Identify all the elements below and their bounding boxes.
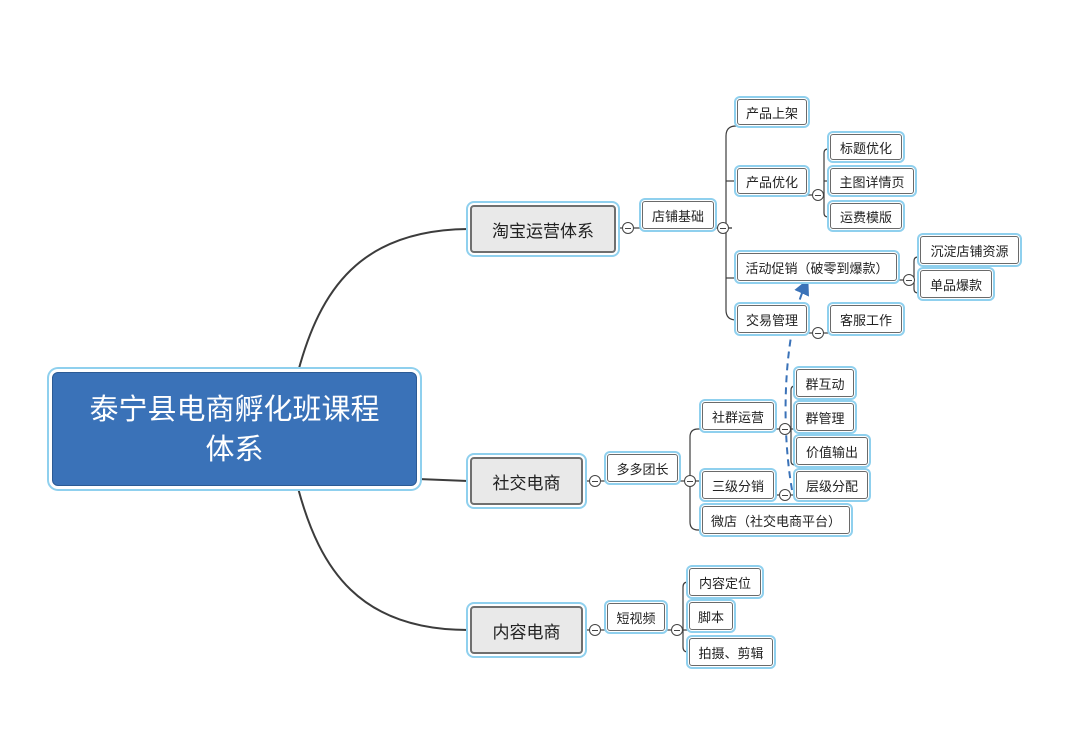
node-value-output[interactable]: 价值输出	[796, 437, 868, 465]
node-title-optimization[interactable]: 标题优化	[830, 134, 902, 160]
node-promotion-label: 活动促销（破零到爆款）	[745, 261, 889, 277]
node-content-positioning[interactable]: 内容定位	[689, 568, 761, 596]
node-short-video[interactable]: 短视频	[607, 603, 665, 631]
node-promotion[interactable]: 活动促销（破零到爆款）	[737, 253, 897, 281]
dashed-relation-arrow	[784, 278, 809, 491]
node-group-interaction-label: 群互动	[805, 377, 845, 393]
topic-taobao-ops-label: 淘宝运营体系	[492, 221, 594, 242]
node-content-positioning-label: 内容定位	[698, 576, 751, 592]
root-title-line2: 体系	[205, 432, 264, 466]
collapse-toggle-icon[interactable]	[622, 222, 634, 234]
topic-content-ecommerce[interactable]: 内容电商	[470, 606, 583, 654]
collapse-toggle-icon[interactable]	[779, 423, 791, 435]
node-three-level-label: 三级分销	[711, 479, 764, 495]
node-group-management[interactable]: 群管理	[796, 403, 854, 431]
node-product-listing-label: 产品上架	[745, 106, 798, 122]
collapse-toggle-icon[interactable]	[589, 624, 601, 636]
collapse-toggle-icon[interactable]	[684, 475, 696, 487]
collapse-toggle-icon[interactable]	[779, 489, 791, 501]
collapse-toggle-icon[interactable]	[671, 624, 683, 636]
node-group-interaction[interactable]: 群互动	[796, 369, 854, 397]
topic-social-ecommerce-label: 社交电商	[492, 473, 561, 494]
node-customer-service[interactable]: 客服工作	[830, 305, 902, 333]
node-short-video-label: 短视频	[616, 611, 656, 627]
node-store-basics[interactable]: 店铺基础	[642, 201, 714, 229]
node-shoot-edit[interactable]: 拍摄、剪辑	[689, 638, 773, 666]
collapse-toggle-icon[interactable]	[812, 189, 824, 201]
node-hot-item-label: 单品爆款	[929, 278, 982, 294]
node-trade-management-label: 交易管理	[745, 313, 798, 329]
node-community-ops[interactable]: 社群运营	[702, 402, 774, 430]
node-hot-item[interactable]: 单品爆款	[920, 270, 992, 298]
node-three-level[interactable]: 三级分销	[702, 471, 774, 499]
topic-taobao-ops[interactable]: 淘宝运营体系	[470, 205, 616, 253]
node-weidian[interactable]: 微店（社交电商平台）	[702, 506, 850, 534]
topic-social-ecommerce[interactable]: 社交电商	[470, 457, 583, 505]
collapse-toggle-icon[interactable]	[589, 475, 601, 487]
link-root-content	[297, 487, 469, 631]
node-level-distribution[interactable]: 层级分配	[796, 471, 868, 499]
node-product-listing[interactable]: 产品上架	[737, 99, 807, 125]
node-product-optimization-label: 产品优化	[745, 175, 798, 191]
root-node[interactable]: 泰宁县电商孵化班课程 体系	[52, 372, 417, 486]
collapse-toggle-icon[interactable]	[812, 327, 824, 339]
node-community-ops-label: 社群运营	[711, 410, 764, 426]
node-product-optimization[interactable]: 产品优化	[737, 168, 807, 194]
collapse-toggle-icon[interactable]	[903, 274, 915, 286]
node-level-distribution-label: 层级分配	[805, 479, 858, 495]
node-value-output-label: 价值输出	[805, 445, 858, 461]
node-shipping-template-label: 运费模版	[839, 210, 892, 226]
node-trade-management[interactable]: 交易管理	[737, 305, 807, 333]
node-main-image-detail-label: 主图详情页	[839, 175, 905, 191]
node-shipping-template[interactable]: 运费模版	[830, 203, 902, 229]
node-duoduo-leader-label: 多多团长	[616, 462, 669, 478]
node-group-management-label: 群管理	[805, 411, 845, 427]
node-store-basics-label: 店铺基础	[651, 209, 704, 225]
node-duoduo-leader[interactable]: 多多团长	[607, 454, 678, 482]
node-script[interactable]: 脚本	[689, 602, 733, 630]
node-main-image-detail[interactable]: 主图详情页	[830, 168, 914, 194]
node-shoot-edit-label: 拍摄、剪辑	[698, 646, 764, 662]
node-title-optimization-label: 标题优化	[839, 141, 892, 157]
collapse-toggle-icon[interactable]	[717, 222, 729, 234]
node-store-resources[interactable]: 沉淀店铺资源	[920, 236, 1019, 264]
node-script-label: 脚本	[697, 610, 724, 626]
node-weidian-label: 微店（社交电商平台）	[710, 514, 841, 530]
link-root-social	[417, 478, 469, 482]
link-root-taobao	[297, 228, 469, 373]
node-store-resources-label: 沉淀店铺资源	[930, 244, 1009, 260]
topic-content-ecommerce-label: 内容电商	[492, 622, 561, 643]
root-title-line1: 泰宁县电商孵化班课程	[89, 392, 380, 426]
node-customer-service-label: 客服工作	[839, 313, 892, 329]
